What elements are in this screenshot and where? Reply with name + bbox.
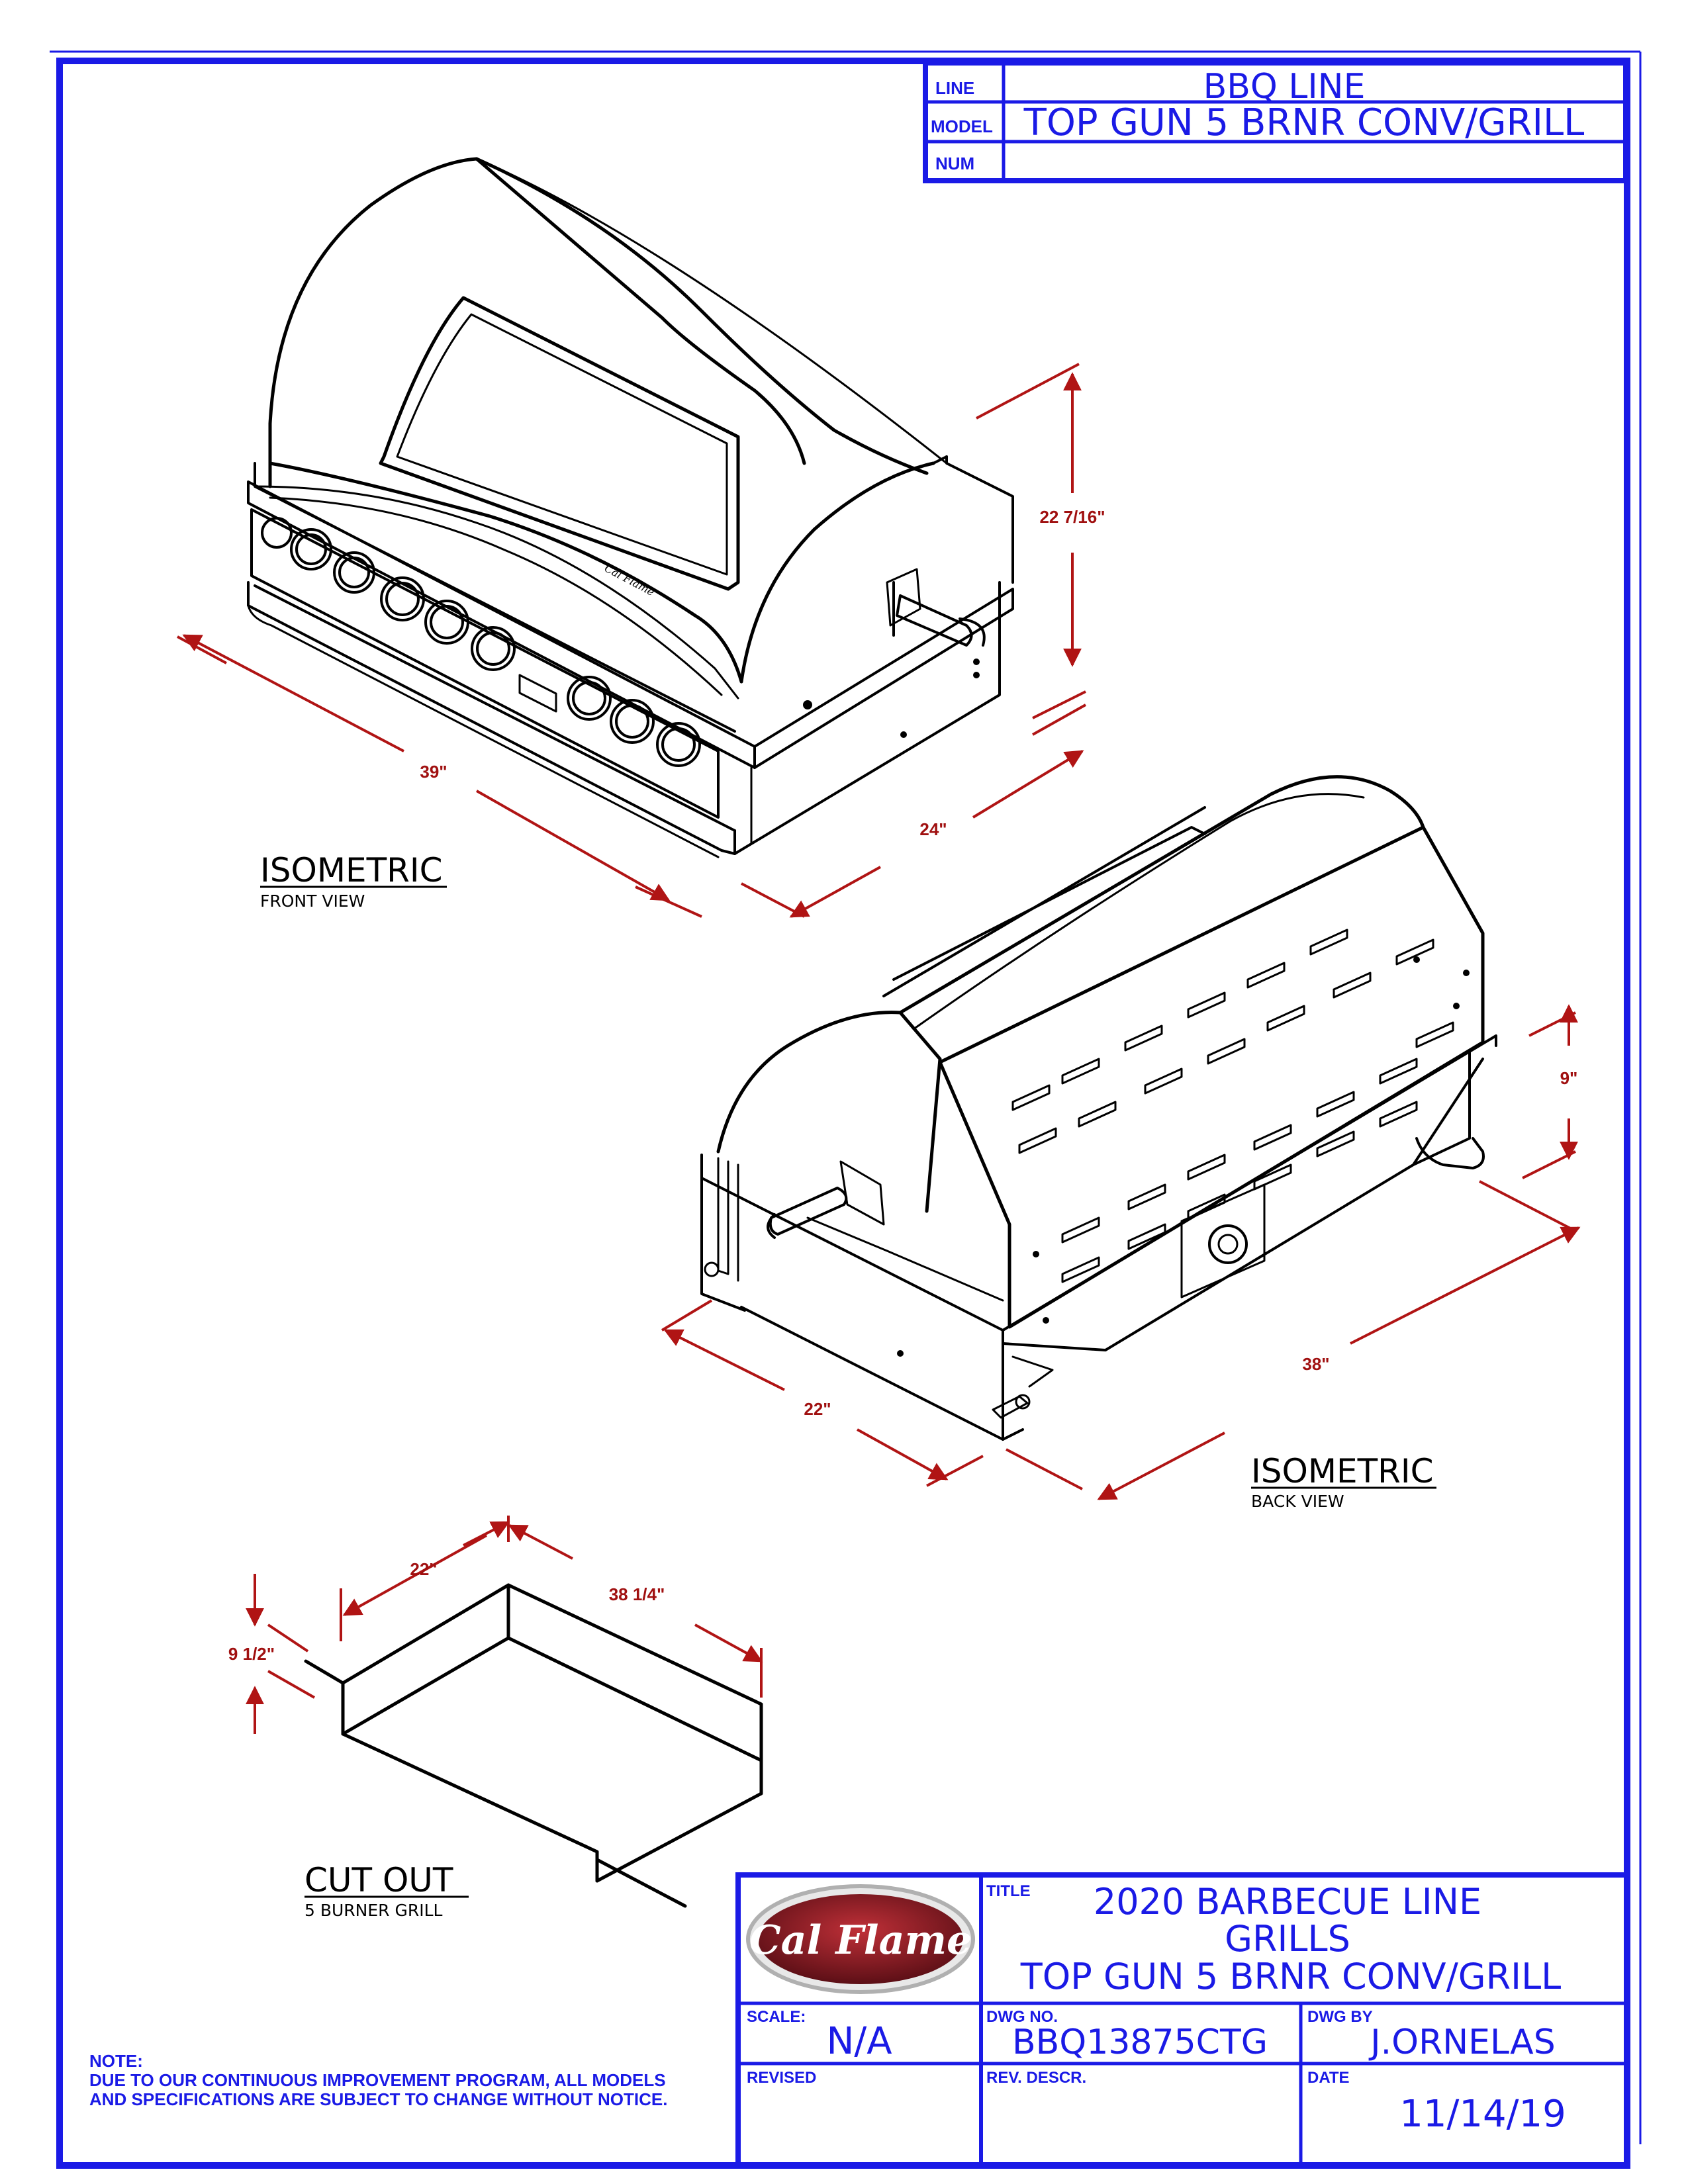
back-view-subtitle: BACK VIEW (1251, 1492, 1344, 1511)
dim-cutout-depth: 22" (410, 1559, 437, 1579)
cutout-subtitle: 5 BURNER GRILL (305, 1901, 443, 1920)
cutout-dimensions: 22" 38 1/4" 9 1/2" (228, 1516, 763, 1734)
dwg-no-value: BBQ13875CTG (1012, 2023, 1268, 2062)
front-view-title: ISOMETRIC (260, 851, 443, 889)
model-value: TOP GUN 5 BRNR CONV/GRILL (1023, 101, 1585, 144)
date-label: DATE (1307, 2069, 1350, 2087)
rev-descr-label: REV. DESCR. (986, 2069, 1086, 2087)
title-line1: 2020 BARBECUE LINE (1094, 1881, 1481, 1923)
dim-front-height: 22 7/16" (1039, 507, 1105, 527)
cal-flame-logo: Cal Flame (746, 1884, 975, 1994)
cutout-diagram (304, 1583, 763, 1908)
back-view-title: ISOMETRIC (1251, 1452, 1434, 1490)
dwg-by-label: DWG BY (1307, 2008, 1373, 2026)
title-line3: TOP GUN 5 BRNR CONV/GRILL (1020, 1956, 1562, 1997)
date-value: 11/14/19 (1399, 2093, 1566, 2136)
back-dimensions: 22" 38" 9" (661, 1004, 1581, 1500)
header-box: LINE BBQ LINE MODEL TOP GUN 5 BRNR CONV/… (923, 60, 1628, 183)
note-line2: AND SPECIFICATIONS ARE SUBJECT TO CHANGE… (89, 2089, 667, 2109)
dwg-no-label: DWG NO. (986, 2008, 1058, 2026)
title-line2: GRILLS (1225, 1918, 1350, 1960)
revised-label: REVISED (747, 2069, 816, 2087)
front-view-subtitle: FRONT VIEW (260, 891, 365, 911)
dim-front-depth: 24" (919, 819, 947, 839)
dim-cutout-width: 38 1/4" (609, 1584, 665, 1604)
front-badge-text: Cal Flame (602, 562, 657, 598)
front-dimensions: 39" 24" 22 7/16" (177, 363, 1105, 918)
grill-front-view (247, 157, 1014, 858)
scale-value: N/A (826, 2020, 892, 2063)
cutout-title: CUT OUT (305, 1861, 453, 1899)
grill-back-view (700, 775, 1497, 1441)
dwg-by-value: J.ORNELAS (1368, 2023, 1555, 2062)
title-label: TITLE (986, 1882, 1031, 1900)
line-value: BBQ LINE (1203, 67, 1366, 107)
dim-cutout-height: 9 1/2" (228, 1644, 275, 1664)
num-label: NUM (935, 154, 974, 173)
dim-back-depth: 22" (804, 1399, 831, 1419)
title-block: Cal Flame TITLE 2020 BARBECUE LINE GRILL… (735, 1872, 1630, 2167)
scale-label: SCALE: (747, 2008, 806, 2026)
dim-back-height: 9" (1560, 1068, 1578, 1088)
dim-back-width: 38" (1302, 1354, 1329, 1374)
model-label: MODEL (931, 116, 993, 136)
note: NOTE: DUE TO OUR CONTINUOUS IMPROVEMENT … (89, 2051, 667, 2109)
note-heading: NOTE: (89, 2051, 143, 2071)
note-line1: DUE TO OUR CONTINUOUS IMPROVEMENT PROGRA… (89, 2070, 666, 2090)
logo-text: Cal Flame (749, 1917, 972, 1964)
dim-front-width: 39" (420, 762, 447, 782)
line-label: LINE (935, 78, 974, 98)
